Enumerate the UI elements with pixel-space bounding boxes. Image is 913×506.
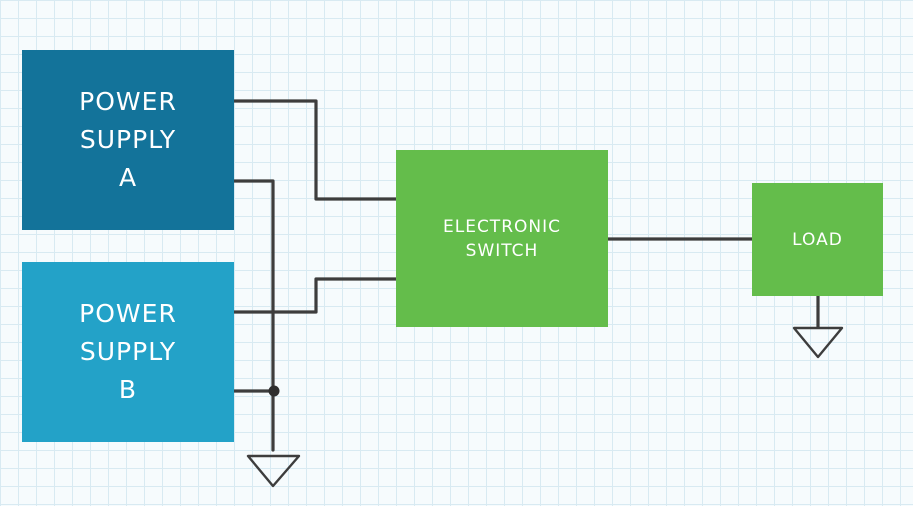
load-block: LOAD (752, 183, 883, 296)
junction-dot-icon (268, 385, 280, 397)
ground-symbol-icon (246, 454, 301, 488)
electronic-switch-label: ELECTRONIC SWITCH (442, 216, 561, 261)
ground-symbol-icon (792, 326, 844, 359)
power-supply-b-block: POWER SUPPLY B (22, 262, 234, 442)
power-supply-a-block: POWER SUPPLY A (22, 50, 234, 230)
wire-supply-b-to-switch (232, 277, 398, 314)
power-supply-b-label: POWER SUPPLY B (79, 299, 177, 404)
power-supply-a-label: POWER SUPPLY A (79, 87, 177, 192)
electronic-switch-block: ELECTRONIC SWITCH (396, 150, 608, 327)
wire-supply-a-to-switch (232, 99, 398, 201)
wire-supply-a-to-ground (232, 179, 275, 452)
load-label: LOAD (792, 229, 843, 250)
